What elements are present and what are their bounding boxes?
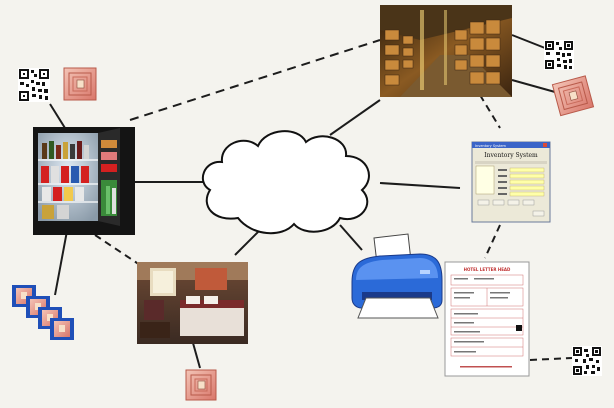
link-cloud-warehouse xyxy=(329,99,381,136)
qr-code-icon xyxy=(572,346,602,376)
printer-icon xyxy=(351,233,443,319)
link-cloud-printer xyxy=(339,224,363,251)
window-title: Inventory System xyxy=(475,144,506,148)
qr-code-icon xyxy=(18,68,50,102)
rfid-label-stack xyxy=(12,285,74,340)
warehouse-image xyxy=(380,5,512,97)
window-heading: Inventory System xyxy=(484,152,538,159)
link-cloud-inventory xyxy=(379,182,461,189)
hotel-room-image xyxy=(137,262,248,344)
letterhead-title: HOTEL LETTER HEAD xyxy=(464,267,511,272)
link-fridge-hotel xyxy=(94,234,141,266)
link-fridge-warehouse xyxy=(129,39,381,121)
link-letterhead-qr xyxy=(529,357,573,361)
link-fridge-qr xyxy=(49,103,66,129)
connection-lines xyxy=(49,34,573,369)
link-warehouse-qr xyxy=(511,34,546,49)
close-icon xyxy=(543,143,547,147)
cloud-icon xyxy=(201,130,370,235)
link-inventory-letterhead xyxy=(484,224,501,259)
link-warehouse-tag xyxy=(511,79,556,93)
rfid-tag-icon xyxy=(63,67,97,101)
qr-code-icon xyxy=(544,40,574,70)
inventory-window: Inventory System Inventory System xyxy=(471,141,551,223)
fridge-image xyxy=(33,127,135,235)
rfid-tag-icon xyxy=(551,75,595,117)
link-hotel-tag xyxy=(192,342,201,369)
letterhead-document: HOTEL LETTER HEAD xyxy=(444,261,530,377)
rfid-tag-icon xyxy=(185,369,217,401)
link-warehouse-inventory xyxy=(479,94,501,129)
window-titlebar xyxy=(472,142,550,148)
